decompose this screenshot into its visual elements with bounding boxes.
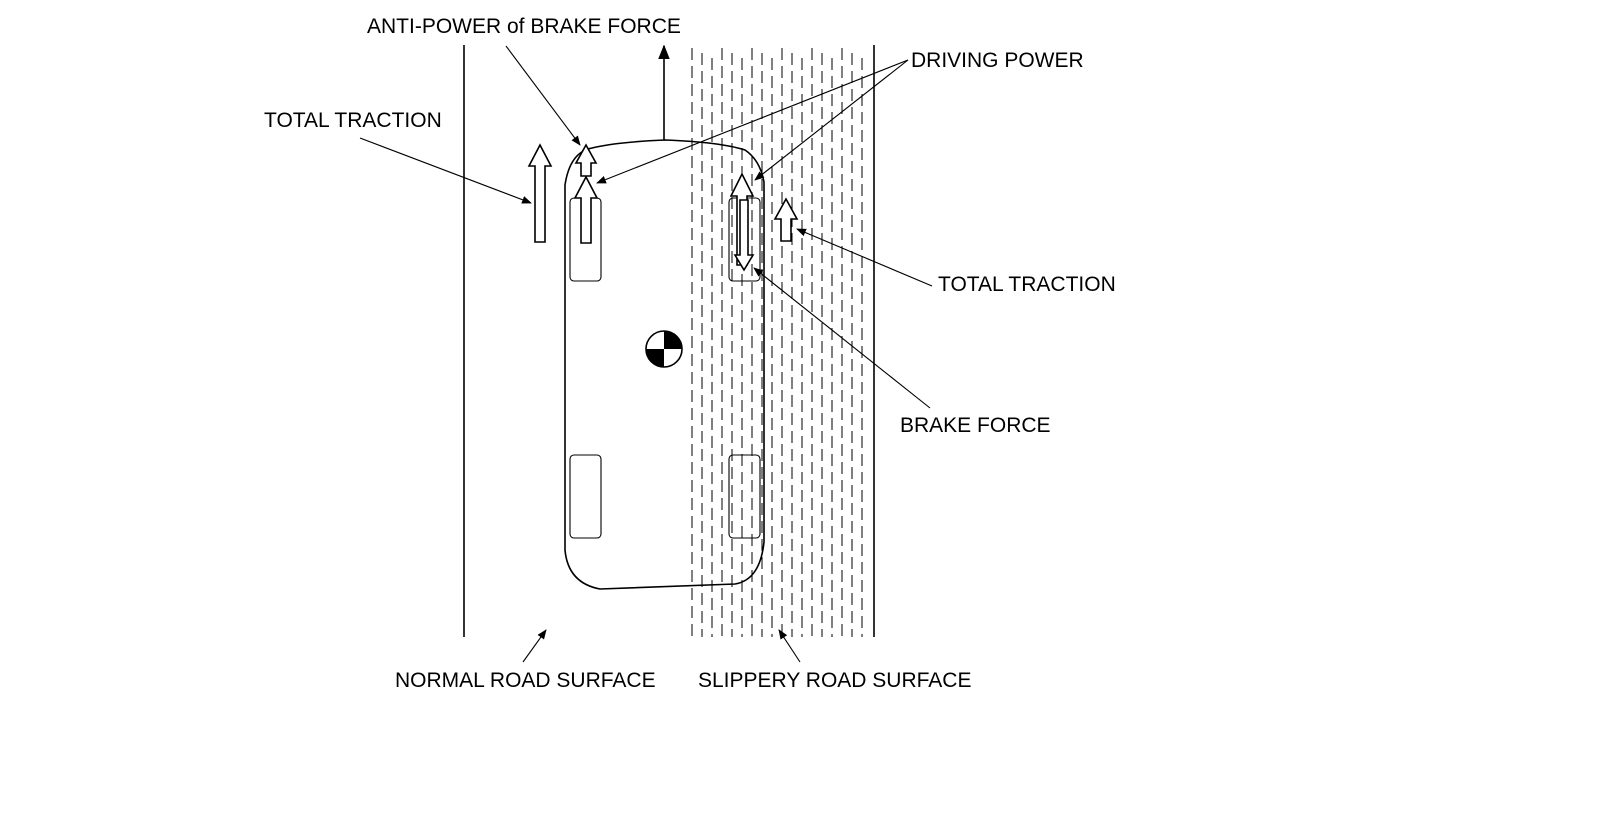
leader-slippery-road — [778, 629, 801, 663]
leader-total-traction-left — [359, 137, 532, 204]
leader-normal-road — [522, 629, 547, 663]
wheel-rear-right — [728, 454, 761, 539]
label-brake-force: BRAKE FORCE — [900, 414, 1051, 437]
leader-total-traction-right — [796, 228, 933, 287]
leader-driving-power-left — [596, 59, 909, 184]
leader-brake-force — [753, 267, 931, 409]
leader-driving-power-right — [754, 59, 909, 181]
label-total-traction-left: TOTAL TRACTION — [264, 109, 442, 132]
total-traction-right-arrow — [773, 197, 799, 242]
brake-force-arrow — [733, 199, 755, 272]
label-driving-power: DRIVING POWER — [911, 49, 1084, 72]
label-normal-road-surface: NORMAL ROAD SURFACE — [395, 669, 656, 692]
label-total-traction-right: TOTAL TRACTION — [938, 273, 1116, 296]
wheel-rear-left — [569, 454, 602, 539]
label-anti-power: ANTI-POWER of BRAKE FORCE — [367, 15, 681, 38]
car-body — [564, 139, 765, 590]
driving-power-left-arrow — [573, 175, 599, 244]
label-slippery-road-surface: SLIPPERY ROAD SURFACE — [698, 669, 971, 692]
center-of-gravity-icon — [645, 330, 683, 368]
total-traction-left-arrow — [527, 143, 553, 243]
leader-anti-power — [505, 45, 581, 146]
anti-power-arrow — [574, 143, 598, 177]
slippery-surface-hatching — [691, 48, 863, 637]
